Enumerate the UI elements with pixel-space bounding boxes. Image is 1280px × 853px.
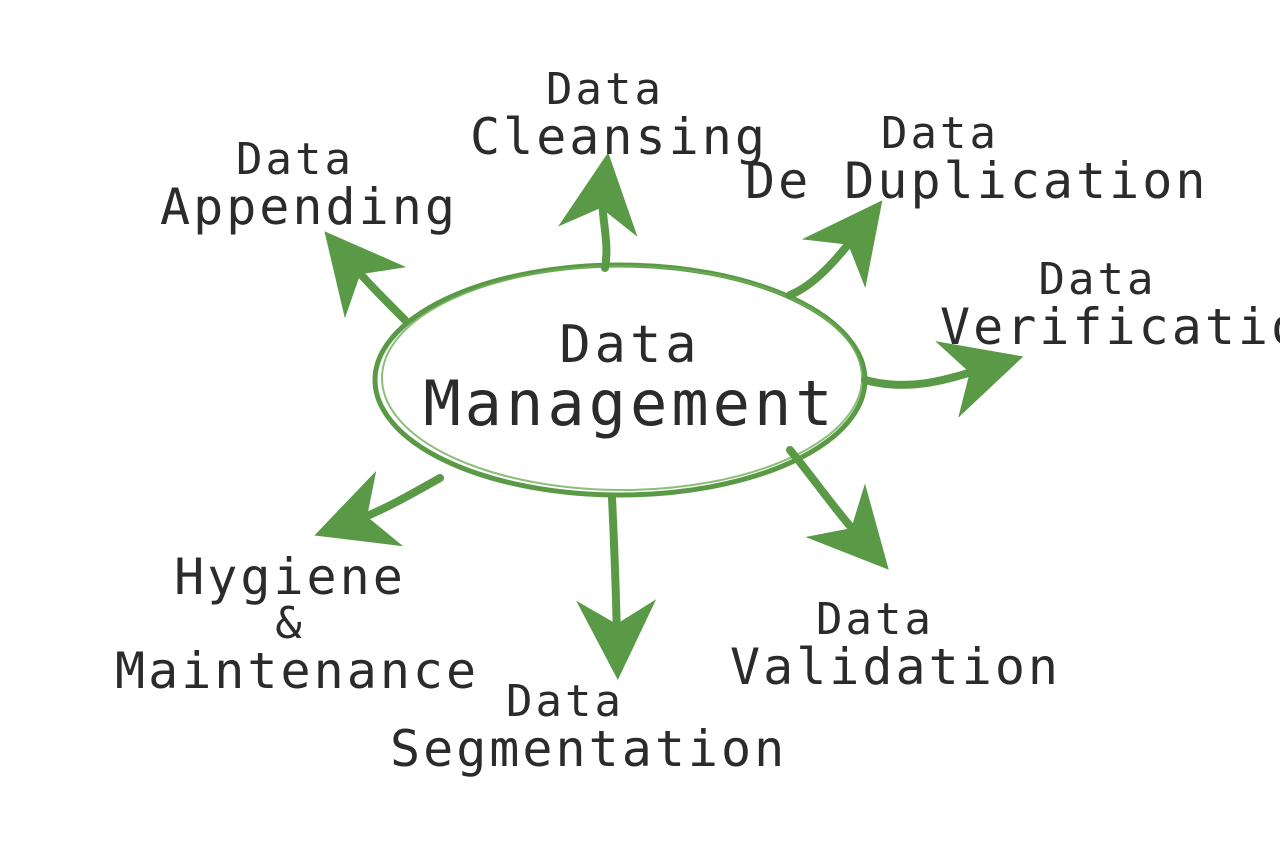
node-deduplication-line1: Data [881,108,999,159]
node-appending: Data Appending [160,134,458,236]
node-verification-line2: Verification [940,298,1280,356]
node-appending-line1: Data [236,134,354,185]
center-line1: Data [559,315,701,375]
node-segmentation-line2: Segmentation [390,720,788,778]
center-label: Data Management [400,318,860,436]
node-cleansing: Data Cleansing [470,64,768,166]
arrow-validation [786,446,889,570]
arrow-deduplication [786,200,883,299]
node-appending-line2: Appending [160,178,458,236]
node-cleansing-line2: Cleansing [470,108,768,166]
node-validation-line2: Validation [730,638,1062,696]
node-hygiene: Hygiene & Maintenance [115,548,480,700]
node-hygiene-line1: Hygiene [174,548,406,606]
node-segmentation-line1: Data [506,676,624,727]
node-deduplication: Data De Duplication [745,108,1209,210]
node-hygiene-line2: & [275,598,305,649]
node-hygiene-line3: Maintenance [115,642,480,700]
node-verification-line1: Data [1038,254,1157,305]
center-line2: Management [423,367,837,440]
arrow-hygiene [314,470,444,547]
arrow-verification [861,341,1024,418]
node-segmentation: Data Segmentation [390,676,788,778]
node-deduplication-line2: De Duplication [745,152,1209,210]
arrow-segmentation [576,494,657,680]
node-cleansing-line1: Data [546,64,664,115]
arrow-cleansing [558,152,638,272]
node-validation: Data Validation [730,594,1062,696]
node-verification: Data Verification [940,254,1280,356]
node-validation-line1: Data [816,594,934,645]
arrow-appending [324,231,409,324]
